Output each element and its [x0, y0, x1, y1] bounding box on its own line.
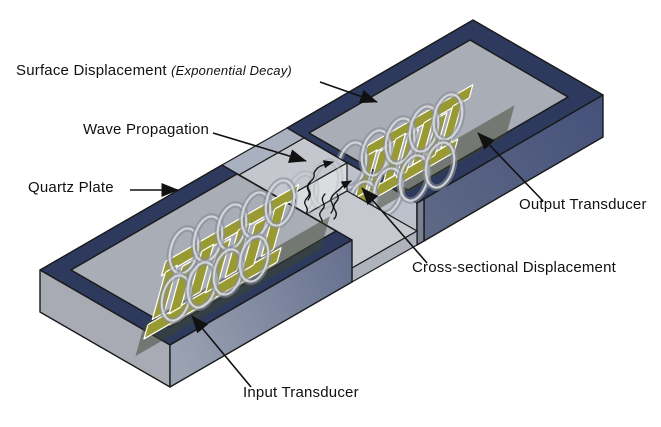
label-cross-sectional-displacement: Cross-sectional Displacement	[412, 259, 617, 276]
label-surface-displacement: Surface Displacement (Exponential Decay)	[16, 62, 292, 79]
label-wave-propagation: Wave Propagation	[83, 121, 210, 138]
label-quartz-plate: Quartz Plate	[28, 179, 114, 196]
leader-surface-displacement	[319, 81, 378, 104]
leader-output-transducer	[477, 132, 544, 202]
leader-input-transducer	[191, 315, 252, 388]
surface-displacement-text: Surface Displacement	[16, 62, 167, 79]
exponential-decay-note: (Exponential Decay)	[171, 63, 292, 78]
slot-gap	[416, 198, 425, 246]
leader-cross-sectional	[361, 187, 428, 264]
left-front-face	[169, 239, 353, 388]
label-input-transducer: Input Transducer	[243, 384, 359, 401]
label-output-transducer: Output Transducer	[519, 196, 647, 213]
leader-wave-propagation	[212, 132, 307, 163]
leader-lines	[130, 81, 544, 388]
cross-section-middle	[221, 127, 418, 283]
